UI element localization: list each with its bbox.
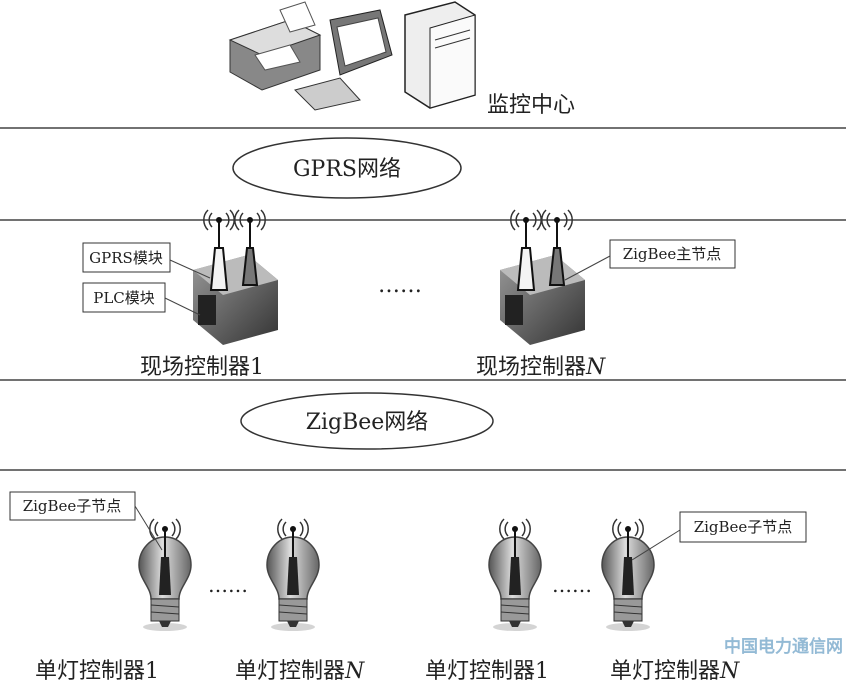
controllers-ellipsis: …… [378, 273, 422, 298]
zigbee-network-label: ZigBee网络 [306, 410, 429, 435]
lamp-controller-label: 单灯控制器N [610, 659, 740, 684]
field-controller-1-icon [193, 210, 278, 345]
lamp-bulb-icon [489, 519, 541, 631]
zigbee-child-label-right: ZigBee子节点 [694, 518, 793, 536]
lamp-bulb-icon [602, 519, 654, 631]
lamp-controller-label: 单灯控制器1 [35, 659, 159, 684]
gprs-network-ellipse [232, 137, 462, 199]
zigbee-child-label-left: ZigBee子节点 [23, 497, 122, 515]
monitoring-center-label: 监控中心 [487, 93, 575, 118]
lamp-bulb-icon [139, 519, 191, 631]
computer-printer-icon [228, 1, 322, 91]
gprs-module-callout [82, 242, 171, 273]
zigbee-master-label: ZigBee主节点 [623, 245, 722, 263]
lamps-ellipsis: …… [208, 573, 248, 597]
lamp-controller-label: 单灯控制器N [235, 659, 365, 684]
lamp-controller-label: 单灯控制器1 [425, 659, 549, 684]
lamp-bulb-icon [267, 519, 319, 631]
field-controller-1-label: 现场控制器1 [140, 355, 264, 380]
lamps-ellipsis: …… [552, 573, 592, 597]
plc-module-label: PLC模块 [93, 289, 155, 307]
field-controller-n-label: 现场控制器N [476, 355, 606, 380]
gprs-network-label: GPRS网络 [293, 157, 401, 182]
computer-monitor-icon [294, 9, 393, 111]
zigbee-child-callout-right [679, 511, 807, 543]
field-controller-n-icon [500, 210, 585, 345]
zigbee-master-callout [609, 239, 736, 269]
computer-tower-icon [404, 1, 476, 109]
watermark: 中国电力通信网 [724, 636, 843, 657]
plc-module-callout [82, 282, 166, 313]
zigbee-network-ellipse [240, 392, 494, 450]
gprs-module-label: GPRS模块 [89, 249, 163, 267]
